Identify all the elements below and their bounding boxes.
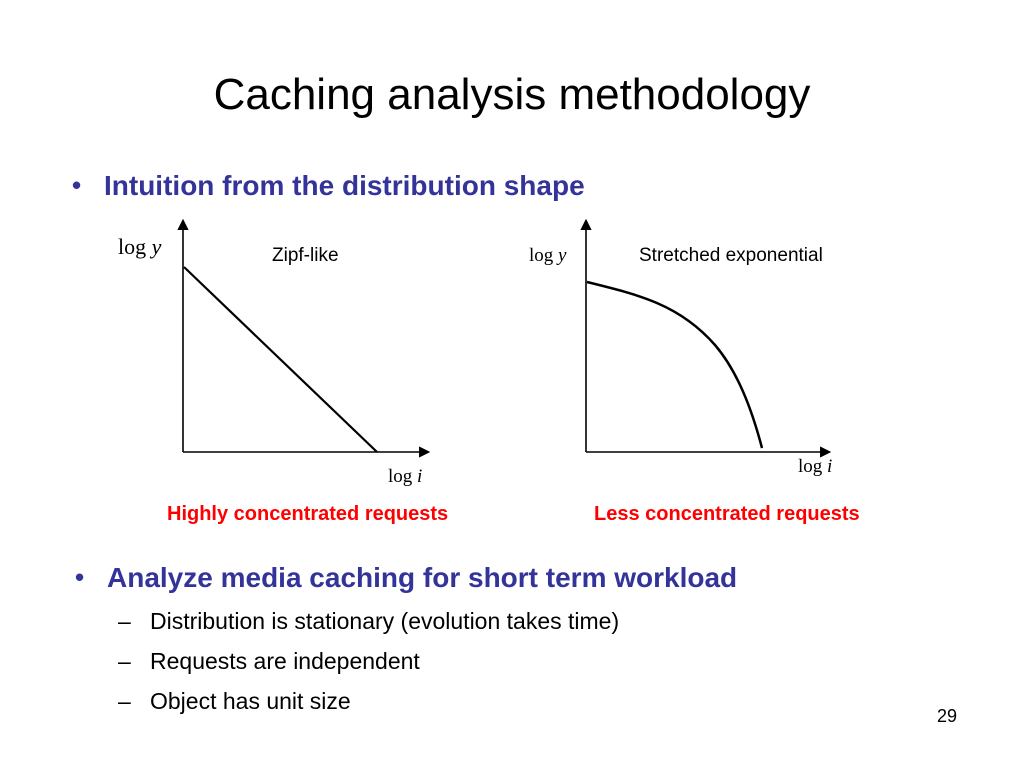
sub-item-dash: – — [118, 688, 131, 714]
zipf-plot: log y log i Zipf-like — [118, 218, 431, 487]
bullet-symbol: • — [72, 170, 82, 200]
bullet-text: Intuition from the distribution shape — [104, 170, 585, 201]
sub-item-dash: – — [118, 648, 131, 674]
stretched-x-label: log i — [798, 456, 832, 477]
stretched-y-label: log y — [529, 245, 567, 266]
sub-item-text: Object has unit size — [150, 688, 351, 714]
stretched-curve-label: Stretched exponential — [639, 245, 823, 266]
zipf-y-label: log y — [118, 234, 162, 259]
sub-item-text: Distribution is stationary (evolution ta… — [150, 608, 620, 634]
stretched-curve — [586, 280, 764, 449]
zipf-curve — [183, 266, 378, 453]
zipf-x-label: log i — [388, 466, 422, 487]
slide-title: Caching analysis methodology — [213, 70, 811, 119]
sub-item-text: Requests are independent — [150, 648, 420, 674]
stretched-exponential-plot: log y log i Stretched exponential — [529, 218, 832, 477]
sub-item-dash: – — [118, 608, 131, 634]
bullet-text: Analyze media caching for short term wor… — [107, 562, 738, 593]
caption-highly-concentrated: Highly concentrated requests — [167, 503, 449, 525]
page-number: 29 — [937, 706, 958, 726]
bullet-symbol: • — [75, 562, 85, 592]
caption-less-concentrated: Less concentrated requests — [594, 503, 860, 525]
zipf-curve-label: Zipf-like — [272, 245, 339, 266]
